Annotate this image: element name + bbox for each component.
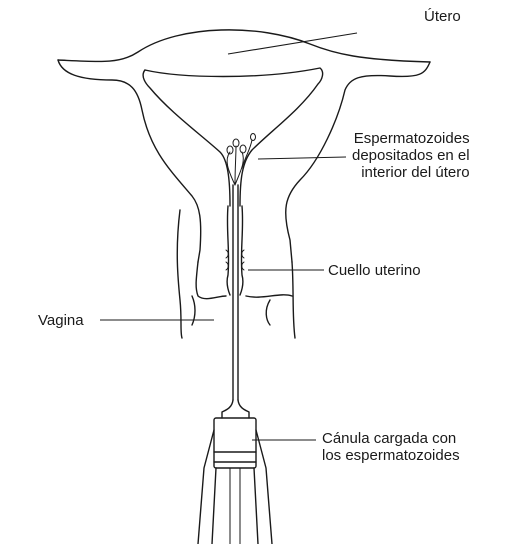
label-espermatozoides-line-3: interior del útero (352, 164, 470, 181)
label-canula: Cánula cargada con los espermatozoides (322, 430, 460, 464)
label-espermatozoides-line-1: Espermatozoides (352, 130, 470, 147)
label-espermatozoides: Espermatozoides depositados en el interi… (352, 130, 470, 181)
label-utero: Útero (424, 8, 461, 25)
cervix (226, 206, 244, 295)
label-canula-line-2: los espermatozoides (322, 447, 460, 464)
cannula (198, 185, 272, 544)
label-espermatozoides-line-2: depositados en el (352, 147, 470, 164)
label-vagina: Vagina (38, 312, 84, 329)
label-cuello-uterino: Cuello uterino (328, 262, 421, 279)
vagina-walls (177, 210, 295, 338)
leader-espermatozoides (258, 157, 346, 159)
leader-utero (228, 33, 357, 54)
label-canula-line-1: Cánula cargada con (322, 430, 460, 447)
